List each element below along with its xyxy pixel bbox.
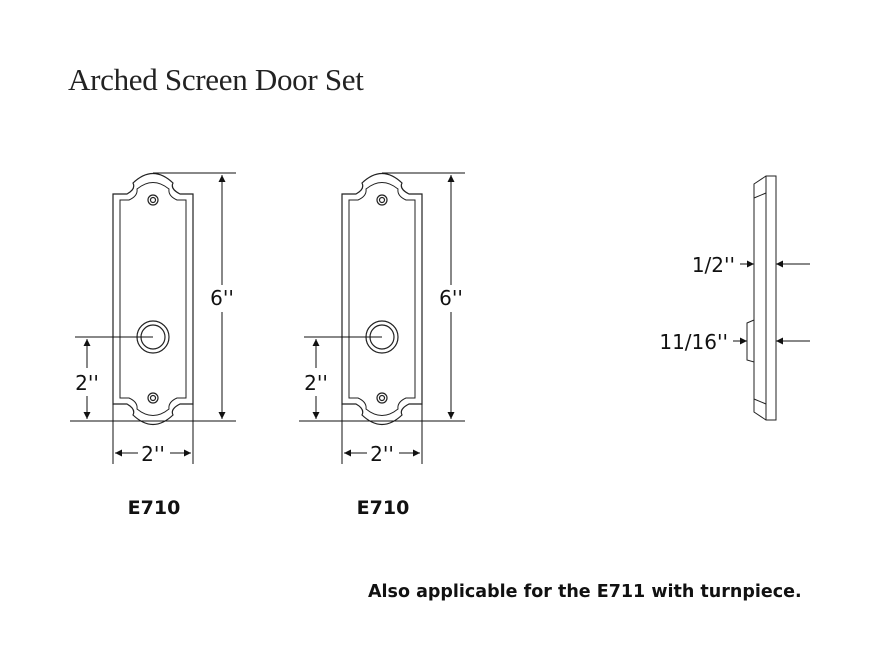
screw-icon xyxy=(376,194,388,206)
plate-outline xyxy=(112,172,194,426)
model-label: E710 xyxy=(127,497,181,519)
screw-icon xyxy=(149,394,157,402)
projection-label: 11/16'' xyxy=(659,330,728,354)
screw-icon xyxy=(376,392,388,404)
screw-icon xyxy=(149,196,157,204)
applicability-note: Also applicable for the E711 with turnpi… xyxy=(368,582,802,602)
width-label: 2'' xyxy=(141,442,165,466)
center-label: 2'' xyxy=(75,371,99,395)
side-escutcheon xyxy=(746,319,755,363)
thickness-label: 1/2'' xyxy=(692,253,735,277)
page-title: Arched Screen Door Set xyxy=(68,62,364,97)
plate-drawing xyxy=(299,172,465,464)
model-label: E710 xyxy=(356,497,410,519)
height-label: 6'' xyxy=(439,286,463,310)
screw-icon xyxy=(378,394,386,402)
width-label: 2'' xyxy=(370,442,394,466)
plate-bevel xyxy=(348,182,416,416)
center-label: 2'' xyxy=(304,371,328,395)
height-label: 6'' xyxy=(210,286,234,310)
side-view xyxy=(733,175,810,421)
plate-bevel xyxy=(119,182,187,416)
screw-icon xyxy=(378,196,386,204)
plate-drawing xyxy=(70,172,236,464)
side-profile xyxy=(753,175,777,421)
plate-outline xyxy=(341,172,423,426)
screw-icon xyxy=(147,392,159,404)
screw-icon xyxy=(147,194,159,206)
